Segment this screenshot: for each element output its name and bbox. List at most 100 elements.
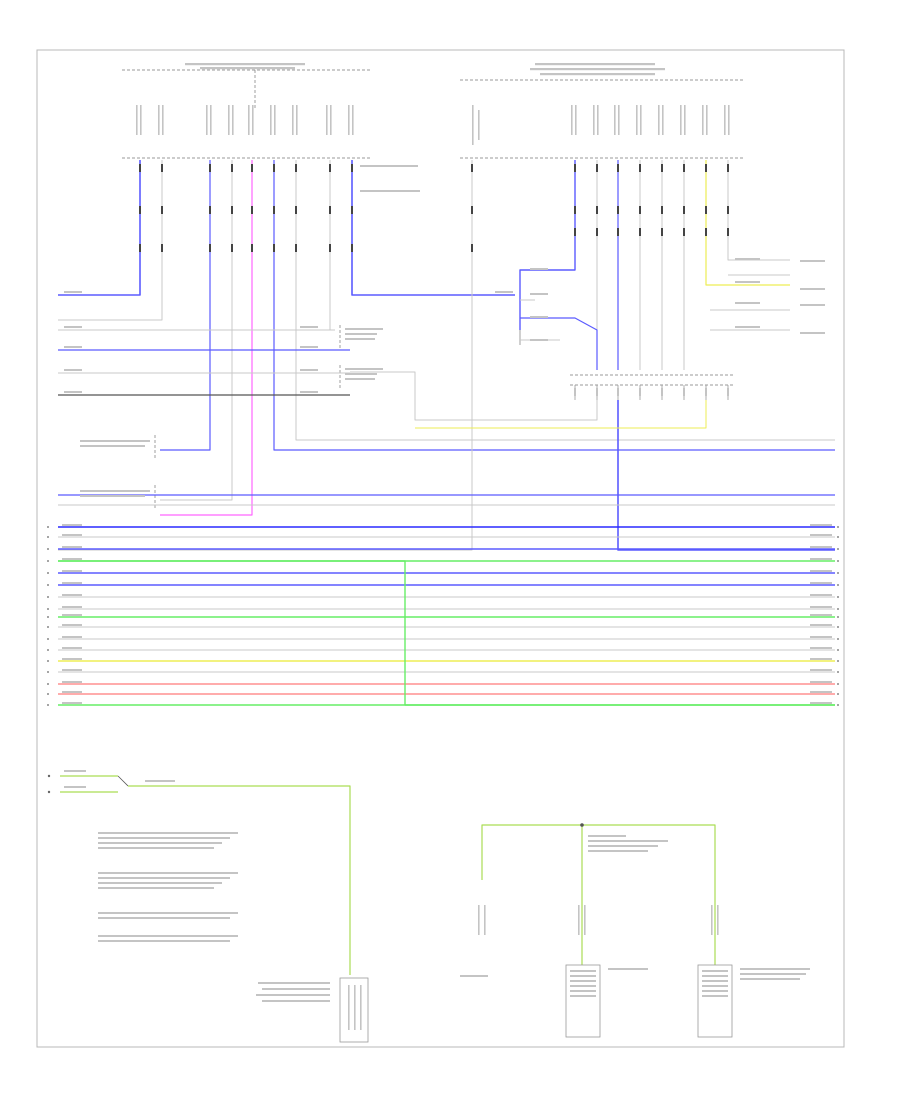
note-4-text — [98, 940, 230, 942]
component-bottom-mid-text — [570, 990, 596, 992]
component-bottom-right-label — [740, 973, 806, 975]
wire-pin-tick — [209, 164, 211, 172]
bus-wire-label-right — [810, 534, 832, 536]
pin-label-vertical — [140, 105, 142, 135]
bus-wire-label-right — [810, 681, 832, 683]
wire-pin-tick — [139, 244, 141, 252]
pin-label-vertical — [578, 905, 580, 935]
bus-terminal-left — [47, 683, 49, 685]
connector-right-line3 — [540, 73, 655, 76]
component-bottom-mid-label — [608, 968, 648, 970]
wire-pin-tick — [329, 164, 331, 172]
pin-label-vertical — [724, 105, 726, 135]
wire-pin-tick — [639, 164, 641, 172]
bus-terminal-right — [837, 683, 839, 685]
wire-ground-right — [481, 824, 716, 965]
note-1-text — [98, 832, 238, 834]
wire-label — [64, 369, 82, 371]
pin-label-vertical — [348, 105, 350, 135]
note-2-text — [98, 872, 238, 874]
note-3-text — [98, 912, 238, 914]
pin-label-vertical — [348, 985, 350, 1030]
wire-pin-tick — [574, 164, 576, 172]
pin-label-vertical — [597, 105, 599, 135]
pin-label-vertical — [711, 905, 713, 935]
component-bottom-right-text — [702, 975, 728, 977]
component-sensor-b-label — [345, 373, 377, 375]
pin-label-vertical — [584, 905, 586, 935]
wire-blue-right-1 — [519, 160, 576, 330]
pin-label-vertical — [593, 105, 595, 135]
pin-label-vertical — [158, 105, 160, 135]
bus-wire-label-right — [810, 606, 832, 608]
component-sensor-a-label — [345, 328, 383, 330]
component-bottom-mid-text — [570, 995, 596, 997]
pin-label-vertical — [252, 105, 254, 135]
wire-label — [530, 268, 548, 270]
bus-terminal-left — [47, 649, 49, 651]
bus-terminal-right — [837, 560, 839, 562]
splice-label — [588, 850, 648, 852]
bus-wire-label-right — [810, 658, 832, 660]
pin-label-vertical — [706, 105, 708, 135]
bus-terminal-left — [47, 626, 49, 628]
wire-pin-tick — [295, 244, 297, 252]
pin-label-vertical — [575, 105, 577, 135]
component-right-label — [800, 260, 825, 262]
wire-pin-tick — [273, 164, 275, 172]
component-switch-b-label — [80, 495, 145, 497]
pin-markers — [47, 164, 839, 827]
pin-label-vertical — [484, 905, 486, 935]
wire-pin-tick — [661, 164, 663, 172]
wire-label — [735, 326, 760, 328]
pin-label-vertical — [326, 105, 328, 135]
wire-label — [735, 302, 760, 304]
component-bottom-left-label — [262, 1000, 330, 1002]
wire-pin-tick — [273, 206, 275, 214]
wire-pink-left — [160, 160, 253, 516]
bus-wire-label-left — [62, 546, 82, 548]
bus-wire-label-right — [810, 524, 832, 526]
note-3-text — [98, 917, 230, 919]
component-switch-b-label — [80, 490, 150, 492]
wire-blue-down-right — [617, 400, 835, 551]
wire-grey-right-5 — [727, 160, 790, 261]
bus-terminal-left — [47, 560, 49, 562]
component-bottom-left-label — [256, 994, 330, 996]
component-right-label — [800, 332, 825, 334]
wire-label — [64, 391, 82, 393]
bus-terminal-left — [47, 704, 49, 706]
bus-wire-label-right — [810, 546, 832, 548]
bus-terminal-left — [47, 596, 49, 598]
pin-label-vertical — [210, 105, 212, 135]
pin-label-vertical — [206, 105, 208, 135]
wire-grey-left-1 — [58, 160, 163, 321]
bus-terminal-left — [47, 671, 49, 673]
bus-wire-label-left — [62, 624, 82, 626]
bus-wire-label-left — [62, 594, 82, 596]
pin-label-vertical — [636, 105, 638, 135]
bus-wire-label-right — [810, 570, 832, 572]
wire-label — [300, 346, 318, 348]
connector-left-title — [185, 63, 305, 66]
component-bottom-right-label — [740, 968, 810, 970]
bus-wire-label-right — [810, 702, 832, 704]
ground-wire-label — [64, 770, 86, 772]
wire-blue-left-2 — [160, 160, 211, 451]
component-sensor-b-label — [345, 378, 375, 380]
note-2-text — [98, 877, 230, 879]
bus-terminal-left — [47, 693, 49, 695]
wire-yellow-loop — [415, 400, 707, 429]
wire-pin-tick — [471, 206, 473, 214]
note-1-text — [98, 842, 222, 844]
wires — [58, 160, 835, 975]
bus-terminal-right — [837, 596, 839, 598]
pin-label-vertical — [248, 105, 250, 135]
wire-pin-tick — [705, 228, 707, 236]
pin-label-vertical — [296, 105, 298, 135]
wire-yellow-right — [705, 160, 790, 286]
splice-label — [661, 388, 663, 396]
bus-terminal-left — [47, 608, 49, 610]
splice-label — [617, 388, 619, 396]
pin-label-vertical — [360, 985, 362, 1030]
